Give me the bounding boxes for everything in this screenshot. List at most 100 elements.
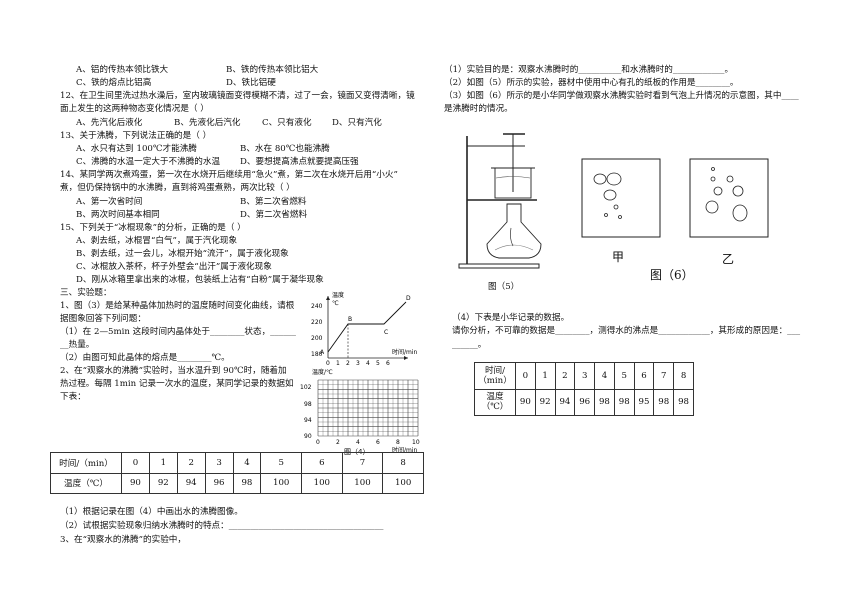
exp3-title: 3、在“观察水的沸腾”的实验中， — [60, 535, 186, 545]
q13-option-d: D、要想提高沸点就要提高压强 — [240, 157, 359, 167]
q14-option-c: B、两次时间基本相同 — [76, 210, 160, 220]
exp2-line2: 热过程。每隔 1min 记录一次水的温度，某同学记录的数据如 — [60, 379, 294, 389]
question-12-cont: 面上发生的这两种物态变化情况是（ ） — [60, 104, 209, 114]
exp1-line2: 据图象回答下列问题： — [60, 314, 146, 324]
q14-option-a: A、第一次省时间 — [76, 197, 143, 207]
fig4-xlabel: 时间/min — [392, 446, 418, 454]
q13-option-b: B、水在 80℃也能沸腾 — [240, 144, 330, 154]
exp2-q2: （2）试根据实验现象归纳水沸腾时的特点：____________________… — [60, 521, 384, 531]
figure-4-grid: 温度/℃ 102 98 94 90 0 2 4 6 8 10 时间/min 图（… — [300, 368, 420, 456]
bubble-yi-3 — [726, 175, 734, 183]
bubble-jia-2 — [606, 172, 622, 186]
svg-text:4: 4 — [366, 360, 370, 366]
svg-text:2: 2 — [336, 439, 340, 446]
q14-option-b: B、第二次省燃料 — [240, 197, 307, 207]
svg-text:98: 98 — [304, 401, 312, 408]
svg-text:4: 4 — [356, 439, 360, 446]
figure-6-caption: 图（6） — [650, 268, 694, 282]
q12-option-c: C、只有液化 — [262, 118, 312, 128]
svg-text:0: 0 — [326, 360, 330, 366]
bubble-yi-4 — [713, 186, 723, 196]
svg-text:5: 5 — [376, 360, 380, 366]
figure-6-bubbles — [581, 158, 769, 238]
q15-option-b: B、剥去纸，过一会儿，冰棍开始“流汗”，属于液化现象 — [76, 249, 289, 259]
bubble-jia-3 — [603, 189, 617, 201]
fig3-yunit: ℃ — [332, 300, 339, 307]
exp1-q1: （1）在 2—5min 这段时间内晶体处于________状态，______ — [60, 327, 296, 337]
svg-text:0: 0 — [316, 439, 320, 446]
svg-text:C: C — [384, 329, 388, 336]
figure-5-caption: 图（5） — [488, 282, 520, 292]
label-jia: 甲 — [612, 250, 625, 264]
svg-text:3: 3 — [356, 360, 360, 366]
svg-text:2: 2 — [346, 360, 350, 366]
exp2-line1: 2、在“观察水的沸腾”实验时，当水温升到 90℃时，随着加 — [60, 366, 287, 376]
svg-text:6: 6 — [376, 439, 380, 446]
figure-3-chart: 温度 ℃ 240 220 200 180 0 1 2 3 4 5 6 时间/mi… — [311, 291, 418, 366]
right-q2: （2）如图（5）所示的实验，器材中使用中心有孔的纸板的作用是________。 — [444, 78, 739, 88]
bubble-yi-6 — [705, 200, 719, 214]
bubble-jia-6 — [618, 215, 622, 219]
q12-option-b: B、先液化后汽化 — [174, 118, 241, 128]
fig4-ylabel: 温度/℃ — [312, 368, 333, 376]
question-12: 12、在卫生间里洗过热水澡后，室内玻璃镜面变得模糊不清，过了一会，镜面又变得清晰… — [60, 91, 415, 101]
bubble-jia-4 — [613, 204, 619, 210]
exp1-q1-cont: __热量。 — [60, 340, 95, 350]
svg-text:180: 180 — [311, 351, 323, 358]
question-14-cont: 煮，但仍保持锅中的水沸腾，直到将鸡蛋煮熟，两次比较（ ） — [60, 183, 295, 193]
right-q3: （3）如图（6）所示的是小华同学做观察水沸腾实验时看到气泡上升情况的示意图，其中… — [444, 91, 799, 101]
right-q1: （1）实验目的是：观察水沸腾时的__________和水沸腾时的________… — [444, 65, 734, 75]
q14-option-d: D、第二次省燃料 — [240, 210, 308, 220]
label-yi: 乙 — [722, 252, 735, 266]
exp1-q2: （2）由图可知此晶体的熔点是________℃。 — [60, 353, 230, 363]
svg-text:90: 90 — [304, 433, 312, 440]
option-b: B、铁的传热本领比铝大 — [226, 65, 319, 75]
fig4-caption: 图（4） — [344, 448, 369, 456]
svg-text:B: B — [348, 316, 352, 323]
q15-option-a: A、剥去纸，冰棍冒“白气”，属于汽化现象 — [76, 236, 238, 246]
svg-text:D: D — [406, 295, 411, 302]
fig3-xlabel: 时间/min — [392, 348, 418, 356]
svg-text:94: 94 — [304, 417, 312, 424]
option-d: D、铁比铝硬 — [226, 78, 276, 88]
option-a: A、铝的传热本领比铁大 — [76, 65, 169, 75]
svg-text:200: 200 — [311, 335, 323, 342]
fig3-ylabel: 温度 — [332, 291, 344, 299]
q15-option-d: D、刚从冰箱里拿出来的冰棍，包装纸上沾有“白粉”属于凝华现象 — [76, 275, 324, 285]
svg-text:6: 6 — [386, 360, 390, 366]
exp2-q1: （1）根据记录在图（4）中画出水的沸腾图像。 — [60, 507, 243, 517]
bubble-jia-5 — [604, 213, 608, 217]
exp1-line1: 1、图（3）是给某种晶体加热时的温度随时间变化曲线，请根 — [60, 301, 295, 311]
section-3-title: 三、实验题： — [60, 288, 112, 298]
question-15: 15、下列关于“冰棍现象”的分析，正确的是（ ） — [60, 223, 246, 233]
question-13: 13、关于沸腾，下列说法正确的是（ ） — [60, 131, 212, 141]
q12-option-a: A、先汽化后液化 — [76, 118, 143, 128]
svg-text:8: 8 — [396, 439, 400, 446]
right-q3-cont: 是沸腾时的情况。 — [444, 104, 513, 114]
q15-option-c: C、冰棍放入茶杯，杯子外壁会“出汗”属于液化现象 — [76, 262, 272, 272]
bubble-yi-7 — [732, 204, 748, 222]
figure-5-apparatus — [458, 133, 542, 269]
bubble-yi-2 — [710, 176, 716, 182]
bubble-yi-5 — [732, 185, 744, 197]
bubble-yi-1 — [711, 167, 715, 171]
svg-text:A: A — [320, 349, 325, 356]
bubble-jia-1 — [593, 173, 607, 185]
right-q4-cont: 请你分析，不可靠的数据是________，测得水的沸点是____________… — [452, 326, 801, 336]
right-q4: （4）下表是小华记录的数据。 — [452, 313, 570, 323]
svg-text:10: 10 — [412, 439, 420, 446]
svg-text:102: 102 — [300, 384, 312, 391]
svg-text:1: 1 — [336, 360, 340, 366]
q13-option-c: C、沸腾的水温一定大于不沸腾的水温 — [76, 157, 221, 167]
q13-option-a: A、水只有达到 100℃才能沸腾 — [76, 144, 197, 154]
exp2-line3: 下表： — [60, 392, 86, 402]
svg-text:240: 240 — [311, 303, 323, 310]
option-c: C、铁的熔点比铝高 — [76, 78, 152, 88]
right-q4-cont2: ______。 — [452, 340, 487, 350]
